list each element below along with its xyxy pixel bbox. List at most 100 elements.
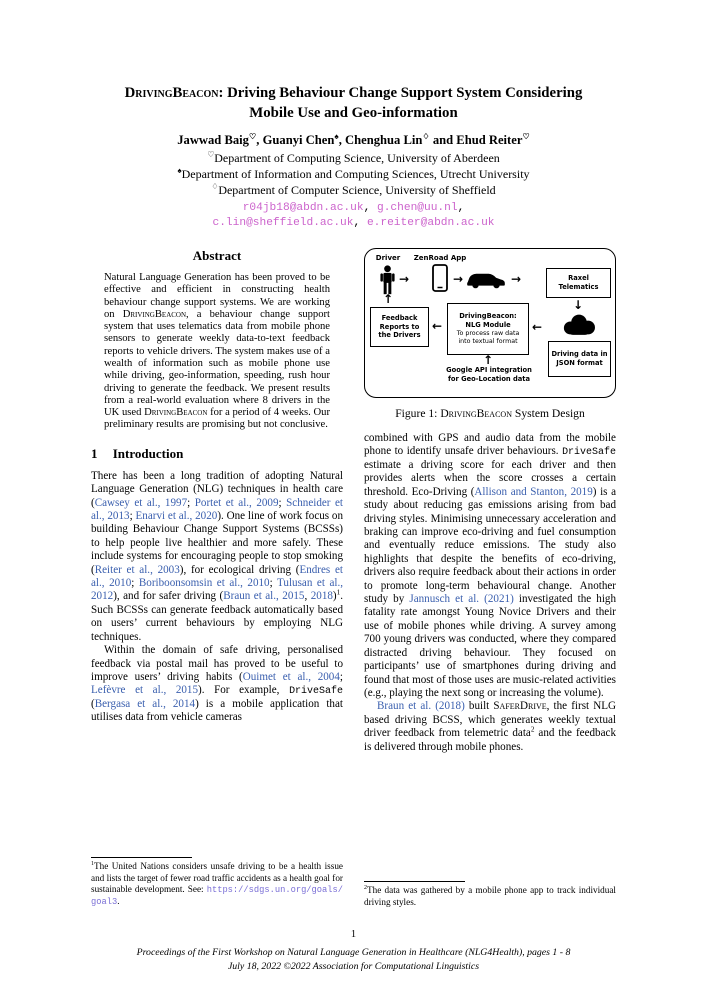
- system-design-diagram: Driver → ZenRoad App: [364, 248, 616, 398]
- superscript-marker: ♠: [334, 131, 339, 141]
- arrow-up-icon: ↑: [483, 353, 494, 367]
- citation-link[interactable]: Lefèvre et al., 2015: [91, 684, 199, 697]
- smartphone-icon: [432, 264, 448, 292]
- right-column: Driver → ZenRoad App: [364, 246, 616, 910]
- text-run: ) is a study about reducing gas emission…: [364, 485, 616, 606]
- text-run: Jawwad Baig: [177, 133, 249, 148]
- nlg-module-box: DrivingBeacon: NLG Module To process raw…: [447, 303, 529, 355]
- citation-link[interactable]: Braun et al., 2015: [223, 590, 305, 603]
- smallcaps-text: DrivingBeacon: [440, 407, 512, 420]
- two-column-body: Abstract Natural Language Generation has…: [91, 246, 616, 910]
- citation-link[interactable]: Reiter et al., 2003: [94, 563, 180, 576]
- abstract-text: Natural Language Generation has been pro…: [104, 272, 330, 432]
- citation-link[interactable]: Endres et al., 2010: [91, 563, 343, 590]
- text-run: There has been a long tradition of adopt…: [91, 469, 343, 509]
- mono-text: DriveSafe: [562, 446, 616, 458]
- text-run: . Such BCSSs can generate feedback autom…: [91, 590, 343, 643]
- email-link[interactable]: e.reiter@abdn.ac.uk: [366, 216, 495, 229]
- text-run: Within the domain of safe driving, perso…: [91, 644, 343, 683]
- arrow-down-icon: ↓: [573, 298, 584, 312]
- email-link[interactable]: c.lin@sheffield.ac.uk: [212, 216, 354, 229]
- text-run: Figure 1:: [395, 407, 441, 420]
- cloud-icon: [560, 312, 598, 337]
- text-run: ). For example,: [198, 684, 290, 697]
- text-run: for a period of 4 weeks. Our preliminary…: [104, 407, 330, 431]
- proceedings-footer: Proceedings of the First Workshop on Nat…: [0, 946, 707, 974]
- citation-link[interactable]: Enarvi et al., 2020: [135, 509, 218, 522]
- citation-link[interactable]: Boriboonsomsin et al., 2010: [138, 577, 270, 590]
- text-run: , Guanyi Chen: [256, 133, 335, 148]
- text-run: , the first NLG based driving BCSS, whic…: [364, 700, 616, 740]
- footnote-rule-right: [364, 881, 465, 882]
- text-run: System Design: [511, 407, 585, 420]
- text-run: built: [464, 700, 494, 713]
- url-link[interactable]: https://sdgs.un.org/goals/goal3: [91, 885, 343, 908]
- superscript-marker: ♡: [522, 131, 530, 141]
- citation-link[interactable]: Schneider et al., 2013: [91, 496, 343, 522]
- text-run: ;: [269, 577, 278, 590]
- paper-header: DrivingBeacon: Driving Behaviour Change …: [91, 84, 616, 231]
- superscript-marker: ♢: [422, 131, 430, 141]
- superscript-marker: ♠: [177, 165, 182, 175]
- text-run: ), and for safer driving (: [113, 590, 224, 603]
- text-run: The data was gathered by a mobile phone …: [364, 885, 616, 907]
- text-run: ;: [278, 496, 287, 509]
- citation-link[interactable]: Ouimet et al., 2004: [242, 670, 340, 683]
- section-number: 1: [91, 445, 98, 461]
- zenroad-app-label: ZenRoad App: [413, 254, 467, 262]
- text-run: ), for ecological driving (: [179, 563, 300, 576]
- text-run: .: [117, 896, 120, 907]
- citation-link[interactable]: Allison and Stanton, 2019: [474, 485, 593, 498]
- car-icon: [465, 269, 507, 289]
- text-run: ;: [339, 670, 343, 683]
- arrow-right-icon: →: [453, 272, 464, 286]
- footnote-2: 2The data was gathered by a mobile phone…: [364, 885, 616, 908]
- superscript-marker: 2: [364, 884, 367, 891]
- citation-link[interactable]: Tulusan et al., 2012: [91, 577, 343, 603]
- email-link[interactable]: g.chen@uu.nl: [377, 201, 458, 214]
- citation-link[interactable]: Cawsey et al., 1997: [94, 496, 188, 509]
- footnote-rule-left: [91, 857, 192, 859]
- footnotes-left: 1The United Nations considers unsafe dri…: [91, 857, 343, 908]
- citation-link[interactable]: 2018: [310, 590, 333, 603]
- text-run: , a behaviour change support system that…: [104, 308, 330, 419]
- driver-label: Driver: [375, 254, 401, 262]
- text-run: and the feedback is delivered through mo…: [364, 727, 616, 753]
- nlg-line-1: DrivingBeacon:: [459, 312, 517, 321]
- text-run: Department of Computer Science, Universi…: [218, 182, 496, 197]
- section-heading-introduction: 1 Introduction: [91, 446, 343, 462]
- paper-title: DrivingBeacon: Driving Behaviour Change …: [91, 84, 616, 123]
- citation-link[interactable]: Braun et al. (2018): [377, 700, 465, 713]
- intro-paragraph-2: Within the domain of safe driving, perso…: [91, 644, 343, 725]
- text-run: and Ehud Reiter: [429, 133, 523, 148]
- text-run: ,: [457, 201, 465, 214]
- email-link[interactable]: r04jb18@abdn.ac.uk: [242, 201, 364, 214]
- feedback-reports-box: Feedback Reports to the Drivers: [370, 307, 429, 347]
- arrow-right-icon: →: [511, 272, 522, 286]
- text-run: ) is a mobile application that utilises …: [91, 697, 343, 724]
- raxel-telematics-box: Raxel Telematics: [546, 268, 611, 298]
- nlg-line-3: To process raw data into textual format: [456, 329, 520, 345]
- citation-link[interactable]: Jannusch et al. (2021): [409, 593, 514, 606]
- smallcaps-text: DrivingBeacon: [144, 407, 208, 419]
- text-run: ,: [363, 201, 377, 214]
- citation-link[interactable]: Bergasa et al., 2014: [94, 697, 196, 710]
- affiliations: ♡Department of Computing Science, Univer…: [91, 151, 616, 198]
- footnotes-right: 2The data was gathered by a mobile phone…: [364, 881, 616, 908]
- body-paragraph-4: Braun et al. (2018) built SaferDrive, th…: [364, 700, 616, 754]
- citation-link[interactable]: Portet et al., 2009: [194, 496, 279, 509]
- email-line-1: r04jb18@abdn.ac.uk, g.chen@uu.nl,: [91, 201, 616, 216]
- person-icon: [379, 265, 396, 295]
- superscript-marker: ♡: [248, 131, 257, 141]
- text-run: ). One line of work focus on building Be…: [91, 509, 343, 576]
- text-run: : Driving Behaviour Change Support Syste…: [218, 85, 583, 121]
- footer-line-1: Proceedings of the First Workshop on Nat…: [136, 947, 571, 958]
- arrow-up-icon: ↑: [383, 292, 394, 306]
- text-run: , Chenghua Lin: [338, 133, 423, 148]
- nlg-line-2: NLG Module: [465, 320, 511, 329]
- body-paragraph-3: combined with GPS and audio data from th…: [364, 432, 616, 700]
- left-column: Abstract Natural Language Generation has…: [91, 246, 343, 910]
- author-line: Jawwad Baig♡, Guanyi Chen♠, Chenghua Lin…: [91, 131, 616, 148]
- section-title: Introduction: [112, 445, 184, 461]
- text-run: Department of Computing Science, Univers…: [214, 151, 500, 166]
